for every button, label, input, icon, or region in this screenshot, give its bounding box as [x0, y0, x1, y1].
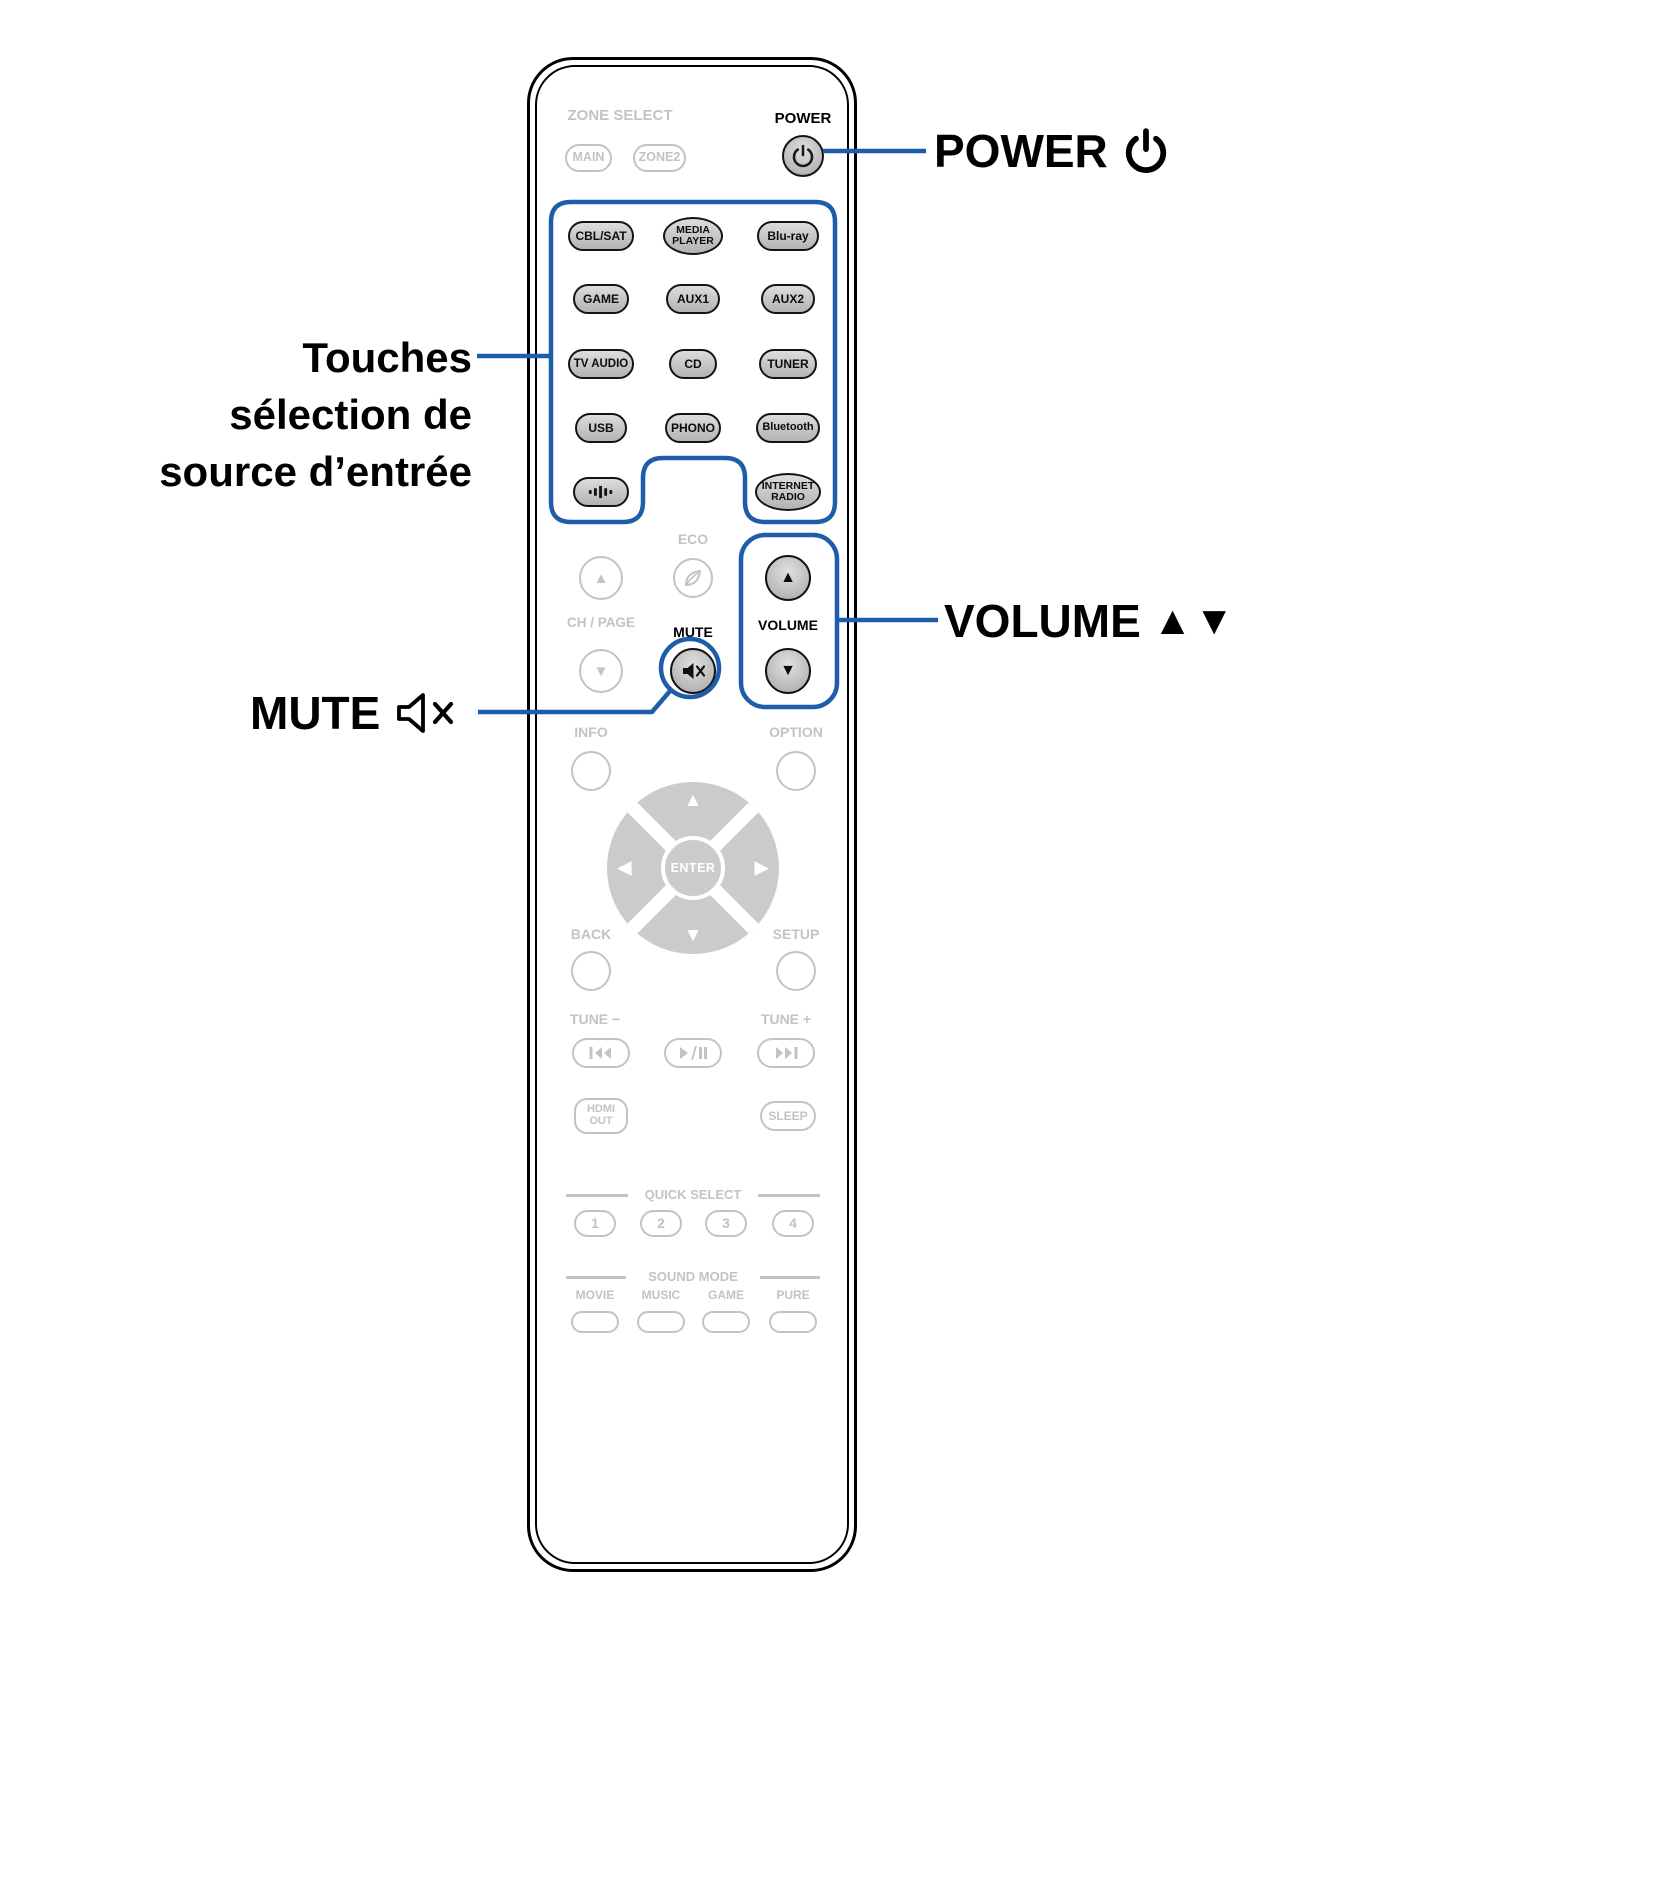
music-sound-mode-button[interactable]	[637, 1311, 685, 1333]
volume-callout-label: VOLUME	[944, 595, 1141, 647]
source-game-button[interactable]: GAME	[573, 284, 629, 314]
source-callout-line3: source d’entrée	[159, 448, 472, 495]
eco-label: ECO	[677, 531, 709, 547]
mute-callout: MUTE	[250, 686, 455, 740]
mute-callout-label: MUTE	[250, 687, 381, 739]
source-callout-line1: Touches	[302, 334, 472, 381]
main-zone-button[interactable]: MAIN	[565, 144, 612, 172]
hdmi-out-button[interactable]: HDMI OUT	[574, 1098, 628, 1134]
setup-button[interactable]	[776, 951, 816, 991]
quick-select-2-button[interactable]: 2	[640, 1210, 682, 1237]
option-button[interactable]	[776, 751, 816, 791]
separator-line	[566, 1194, 628, 1197]
source-cbl-sat-button[interactable]: CBL/SAT	[568, 221, 634, 251]
speaker-mute-icon	[682, 663, 705, 679]
power-label: POWER	[774, 110, 832, 127]
volume-up-button[interactable]: ▲	[765, 555, 811, 601]
cursor-down-icon[interactable]: ▼	[683, 925, 703, 946]
power-callout: POWER	[934, 124, 1169, 178]
zone-select-label: ZONE SELECT	[567, 107, 673, 124]
power-button[interactable]	[782, 135, 824, 177]
quick-select-label: QUICK SELECT	[644, 1187, 742, 1202]
source-tuner-button[interactable]: TUNER	[759, 349, 817, 379]
source-internet-radio-button[interactable]: INTERNET RADIO	[755, 473, 821, 511]
channel-page-down-button[interactable]: ▼	[579, 649, 623, 693]
quick-select-1-button[interactable]: 1	[574, 1210, 616, 1237]
channel-page-up-button[interactable]: ▲	[579, 556, 623, 600]
power-callout-label: POWER	[934, 125, 1108, 177]
remote-control-body: ZONE SELECT MAIN ZONE2 POWER CBL/SAT MED…	[527, 57, 857, 1572]
separator-line	[566, 1276, 626, 1279]
music-label: MUSIC	[641, 1288, 681, 1302]
info-label: INFO	[574, 724, 608, 740]
source-cd-button[interactable]: CD	[669, 349, 717, 379]
source-callout-line2: sélection de	[229, 391, 472, 438]
source-blu-ray-button[interactable]: Blu-ray	[757, 221, 819, 251]
separator-line	[758, 1194, 820, 1197]
skip-back-icon	[589, 1047, 611, 1059]
speaker-mute-icon	[397, 693, 454, 733]
source-bluetooth-button[interactable]: Bluetooth	[756, 413, 820, 443]
source-aux2-button[interactable]: AUX2	[761, 284, 815, 314]
tune-plus-label: TUNE +	[760, 1011, 812, 1027]
play-pause-icon	[680, 1045, 707, 1061]
source-callout: Touches sélection de source d’entrée	[96, 329, 472, 500]
sound-mode-label: SOUND MODE	[648, 1269, 738, 1284]
skip-forward-icon	[776, 1047, 798, 1059]
info-button[interactable]	[571, 751, 611, 791]
cursor-left-icon[interactable]: ◀	[617, 857, 632, 879]
cursor-right-icon[interactable]: ▶	[754, 857, 769, 879]
volume-down-button[interactable]: ▼	[765, 648, 811, 694]
volume-callout: VOLUME ▲▼	[944, 594, 1236, 648]
movie-sound-mode-button[interactable]	[571, 1311, 619, 1333]
enter-button[interactable]: ENTER	[661, 836, 725, 900]
zone2-button[interactable]: ZONE2	[633, 144, 686, 172]
source-media-player-button[interactable]: MEDIA PLAYER	[663, 217, 723, 255]
option-label: OPTION	[769, 724, 823, 740]
mute-label: MUTE	[673, 624, 713, 640]
quick-select-3-button[interactable]: 3	[705, 1210, 747, 1237]
skip-back-button[interactable]	[572, 1038, 630, 1068]
power-icon	[792, 144, 814, 168]
volume-label: VOLUME	[758, 617, 818, 633]
sleep-button[interactable]: SLEEP	[760, 1101, 816, 1131]
back-button[interactable]	[571, 951, 611, 991]
skip-forward-button[interactable]	[757, 1038, 815, 1068]
audio-waveform-icon	[588, 485, 613, 499]
cursor-pad[interactable]: ▲ ▼ ◀ ▶ ENTER	[607, 782, 779, 954]
source-aux1-button[interactable]: AUX1	[666, 284, 720, 314]
quick-select-4-button[interactable]: 4	[772, 1210, 814, 1237]
eco-button[interactable]	[673, 558, 713, 598]
movie-label: MOVIE	[575, 1288, 615, 1302]
setup-label: SETUP	[772, 926, 820, 942]
back-label: BACK	[570, 926, 612, 942]
tune-minus-label: TUNE −	[569, 1011, 621, 1027]
channel-page-label: CH / PAGE	[566, 615, 635, 630]
pure-label: PURE	[776, 1288, 810, 1302]
game-label: GAME	[708, 1288, 744, 1302]
power-icon	[1125, 128, 1166, 173]
source-tv-audio-button[interactable]: TV AUDIO	[568, 349, 634, 379]
play-pause-button[interactable]	[664, 1038, 722, 1068]
source-phono-button[interactable]: PHONO	[665, 413, 721, 443]
leaf-icon	[684, 569, 702, 587]
game-sound-mode-button[interactable]	[702, 1311, 750, 1333]
source-audio-waveform-button[interactable]	[573, 477, 629, 507]
pure-sound-mode-button[interactable]	[769, 1311, 817, 1333]
mute-button[interactable]	[670, 648, 716, 694]
separator-line	[760, 1276, 820, 1279]
source-usb-button[interactable]: USB	[575, 413, 627, 443]
cursor-up-icon[interactable]: ▲	[683, 790, 703, 811]
volume-up-down-icon: ▲▼	[1152, 598, 1236, 643]
